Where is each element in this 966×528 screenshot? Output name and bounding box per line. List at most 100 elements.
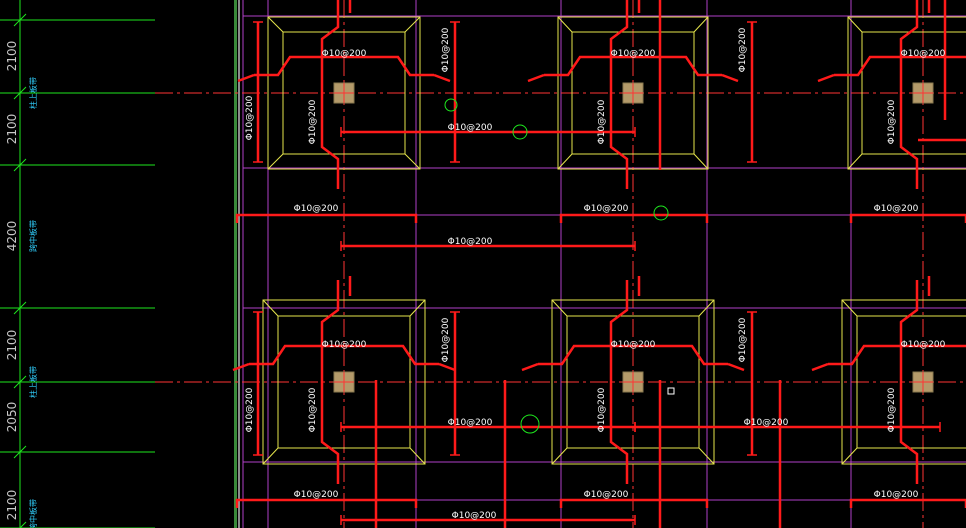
pile-cap <box>551 299 715 465</box>
rebar-spec-label: Φ10@200 <box>245 95 255 140</box>
rebar-spec-label: Φ10@200 <box>294 490 339 500</box>
top-rebar-bracket <box>849 498 966 508</box>
top-rebar-bracket <box>559 213 709 223</box>
rebar-spec-label: Φ10@200 <box>738 27 748 72</box>
cap-rebar-hook <box>527 73 545 83</box>
rebar-spec-label: Φ10@200 <box>738 317 748 362</box>
cap-rebar-horizontal <box>834 55 966 77</box>
top-rebar-bracket <box>235 498 418 508</box>
pile-cap-slope-line <box>693 153 709 170</box>
axis-band-tag: 跨中板带 <box>28 220 38 252</box>
dimension-tick <box>13 445 27 459</box>
pile-cap-slope-line <box>404 153 421 170</box>
pile-cap-slope-line <box>557 153 573 170</box>
rebar-spec-label: Φ10@200 <box>887 99 897 144</box>
cap-rebar-hook <box>811 362 829 372</box>
dimension-tick <box>19 521 27 528</box>
pile-cap-outer <box>551 299 715 465</box>
rebar-spec-label: Φ10@200 <box>874 490 919 500</box>
dimension-value-text: 4200 <box>5 221 19 252</box>
pile-cap-inner <box>861 31 966 155</box>
cap-rebar-hook <box>817 73 835 83</box>
rebar-spec-label: Φ10@200 <box>452 511 497 521</box>
dimension-value-text: 2050 <box>5 402 19 433</box>
rebar-spec-label: Φ10@200 <box>294 204 339 214</box>
pile-cap-slope-line <box>409 447 426 465</box>
pile-cap-slope-line <box>551 299 568 317</box>
pile-cap-slope-line <box>841 299 858 317</box>
circle-marker <box>520 414 540 434</box>
pile-cap-inner <box>277 315 411 449</box>
cap-rebar-vertical <box>320 0 340 189</box>
wall-hatch <box>234 0 237 528</box>
rebar-spec-label: Φ10@200 <box>597 99 607 144</box>
cap-rebar-hook <box>721 73 739 83</box>
pile-cap <box>841 299 966 465</box>
cap-rebar-vertical <box>899 0 919 189</box>
pile-cap-slope-line <box>404 16 421 33</box>
rebar-spec-label: Φ10@200 <box>887 387 897 432</box>
pile-cap-outer <box>557 16 709 170</box>
cap-rebar-hook <box>438 362 456 372</box>
rebar-spec-label: Φ10@200 <box>441 27 451 72</box>
cap-rebar-hook <box>521 362 539 372</box>
rebar-spec-label: Φ10@200 <box>448 123 493 133</box>
cap-rebar-vertical <box>320 280 340 484</box>
dimension-value-text: 2100 <box>5 490 19 521</box>
cap-rebar-horizontal <box>254 55 434 77</box>
pile-cap-slope-line <box>551 447 568 465</box>
rebar-spec-label: Φ10@200 <box>441 317 451 362</box>
pile-cap-slope-line <box>262 447 279 465</box>
rebar-lines <box>232 0 966 528</box>
pile-cap-inner <box>571 31 695 155</box>
rebar-spec-label: Φ10@200 <box>245 387 255 432</box>
cap-rebar-vertical <box>609 280 629 484</box>
wall-edge <box>234 0 244 528</box>
rebar-spec-label: Φ10@200 <box>744 418 789 428</box>
rebar-spec-label: Φ10@200 <box>448 418 493 428</box>
cap-rebar-hook <box>727 362 745 372</box>
pile-cap-slope-line <box>267 16 284 33</box>
cap-rebar-hook <box>232 362 250 372</box>
top-rebar-bracket <box>849 213 966 223</box>
cursor-square-marker <box>667 387 675 395</box>
pile-cap <box>267 16 421 170</box>
rebar-spec-label: Φ10@200 <box>308 387 318 432</box>
cap-rebar-hook <box>237 73 255 83</box>
axis-band-tag: 柱上板带 <box>28 366 38 398</box>
dimension-tick <box>13 375 27 389</box>
rebar-spec-label: Φ10@200 <box>322 340 367 350</box>
axis-band-tag: 柱上板带 <box>28 77 38 109</box>
pile-cap-outer <box>262 299 426 465</box>
rebar-spec-label: Φ10@200 <box>874 204 919 214</box>
dimension-tick <box>13 158 27 172</box>
pile-cap-inner <box>566 315 700 449</box>
rebar-spec-label: Φ10@200 <box>584 204 629 214</box>
pile-cap-slope-line <box>693 16 709 33</box>
top-rebar-bracket <box>235 213 418 223</box>
pile-cap <box>847 16 966 170</box>
circle-marker <box>653 205 669 221</box>
rebar-spec-label: Φ10@200 <box>308 99 318 144</box>
dimension-tick <box>13 86 27 100</box>
rebar-spec-label: Φ10@200 <box>322 49 367 59</box>
pile-cap-slope-line <box>847 16 863 33</box>
dimension-tick <box>13 301 27 315</box>
pile-cap-slope-line <box>841 447 858 465</box>
dimension-value-text: 2100 <box>5 330 19 361</box>
pile-cap-outer <box>267 16 421 170</box>
circle-marker <box>444 98 458 112</box>
pile-cap-inner <box>856 315 966 449</box>
cap-rebar-horizontal <box>249 344 439 366</box>
top-rebar-bracket <box>559 498 709 508</box>
rebar-spec-label: Φ10@200 <box>584 490 629 500</box>
circle-marker <box>512 124 528 140</box>
pile-cap-slope-line <box>847 153 863 170</box>
rebar-spec-label: Φ10@200 <box>611 49 656 59</box>
pile-cap-inner <box>282 31 406 155</box>
pile-cap-slope-line <box>698 447 715 465</box>
